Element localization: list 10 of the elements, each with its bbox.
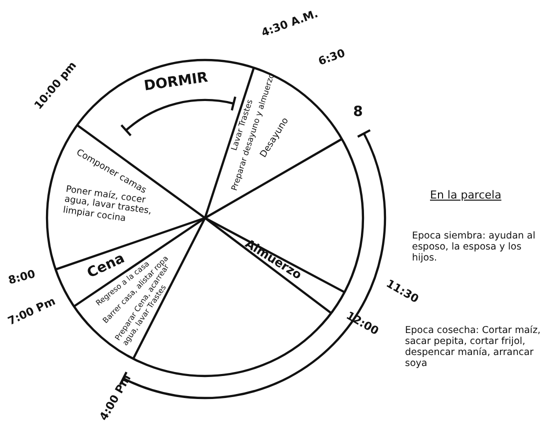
time-label: 6:30 [316, 47, 348, 69]
heading-text: En la parcela [430, 190, 502, 202]
activity-text: Cena [84, 250, 128, 282]
activity-label: DORMIR [143, 70, 209, 94]
note-text: Epoca siembra: ayudan al esposo, la esposa y los hijos. [412, 232, 536, 264]
time-label: 4:30 A.M. [260, 8, 320, 40]
time-label: 8:00 [7, 268, 37, 288]
note-text: Epoca cosecha: Cortar maíz, sacar pepita, cortar frijol, despencar manía, arrancar soya [405, 326, 542, 370]
time-label: 7:00 Pm [6, 296, 58, 328]
time-label: 8 [353, 104, 363, 120]
